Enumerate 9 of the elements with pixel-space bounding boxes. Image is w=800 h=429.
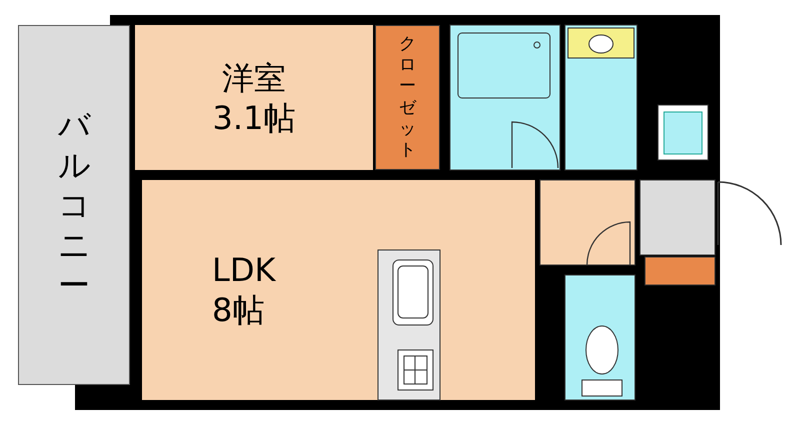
balcony (18, 25, 130, 385)
closet (375, 25, 440, 170)
room-name: クローゼット (399, 34, 416, 162)
room-size: 3.1帖 (212, 98, 296, 138)
room-name: 洋室 (222, 58, 286, 98)
room-name: LDK (212, 250, 276, 290)
room-name: バルコニー (58, 105, 90, 305)
western-room (135, 25, 373, 170)
room-size: 8帖 (212, 290, 264, 330)
